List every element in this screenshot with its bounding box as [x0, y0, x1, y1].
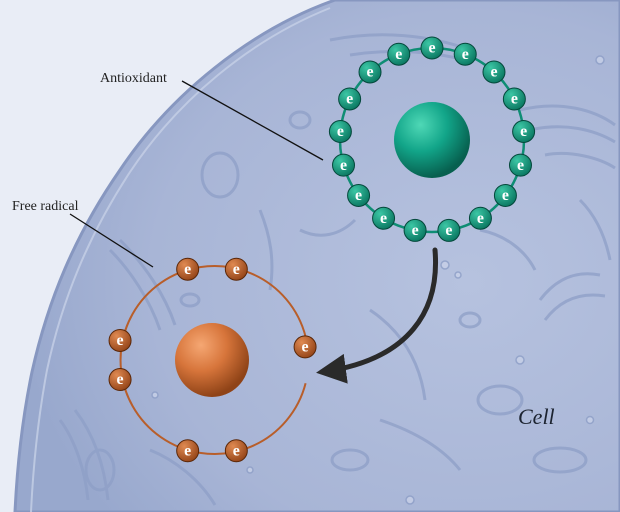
- antioxidant-electron: e: [387, 42, 411, 66]
- free-radical-electrons: e e e e e e e: [108, 257, 317, 463]
- electron-symbol: e: [184, 261, 191, 278]
- antioxidant-electron: e: [508, 153, 532, 177]
- electron-symbol: e: [477, 210, 484, 227]
- electron-symbol: e: [233, 442, 240, 459]
- free-radical-electron: e: [293, 335, 317, 359]
- organelles: [58, 33, 616, 506]
- electron-symbol: e: [117, 332, 124, 349]
- antioxidant-electron: e: [332, 153, 356, 177]
- antioxidant-electron: e: [512, 120, 536, 144]
- electron-symbol: e: [428, 40, 435, 57]
- electron-symbol: e: [340, 157, 347, 174]
- free-radical-label: Free radical: [12, 199, 79, 214]
- free-radical-leader-line: [69, 213, 154, 268]
- free-radical-electron: e: [108, 368, 132, 392]
- antioxidant-electron: e: [493, 183, 517, 207]
- electron-symbol: e: [412, 222, 419, 239]
- antioxidant-electron: e: [468, 206, 492, 230]
- antioxidant-electron: e: [420, 36, 444, 60]
- antioxidant-electron: e: [328, 120, 352, 144]
- free-radical-electron: e: [224, 439, 248, 463]
- electron-symbol: e: [117, 371, 124, 388]
- free-radical-electron: e: [176, 257, 200, 281]
- free-radical-electron: e: [108, 328, 132, 352]
- free-radical-nucleus: [175, 323, 249, 397]
- electron-symbol: e: [511, 91, 518, 108]
- cell-membrane: [13, 0, 620, 512]
- antioxidant-electron: e: [437, 218, 461, 242]
- free-radical-orbit: [119, 265, 307, 455]
- antioxidant-electron: e: [338, 87, 362, 111]
- electron-symbol: e: [366, 64, 373, 81]
- cell-label: Cell: [518, 404, 555, 429]
- electron-symbol: e: [302, 339, 309, 356]
- antioxidant-electron: e: [453, 42, 477, 66]
- antioxidant-electron: e: [403, 218, 427, 242]
- electron-symbol: e: [520, 123, 527, 140]
- electron-symbol: e: [184, 442, 191, 459]
- electron-symbol: e: [355, 187, 362, 204]
- antioxidant-electron: e: [502, 87, 526, 111]
- free-radical-electron: e: [176, 439, 200, 463]
- electron-symbol: e: [462, 46, 469, 63]
- electron-symbol: e: [517, 157, 524, 174]
- electron-symbol: e: [490, 64, 497, 81]
- free-radical-electron: e: [224, 257, 248, 281]
- electron-symbol: e: [395, 46, 402, 63]
- antioxidant-nucleus: [394, 102, 470, 178]
- antioxidant-leader-line: [181, 80, 324, 161]
- transfer-arrow: [316, 247, 439, 384]
- electron-symbol: e: [233, 261, 240, 278]
- free-radical-atom: e e e e e e e: [108, 257, 317, 463]
- antioxidant-label: Antioxidant: [100, 71, 167, 86]
- electron-symbol: e: [337, 123, 344, 140]
- antioxidant-electron: e: [372, 206, 396, 230]
- antioxidant-electron: e: [358, 60, 382, 84]
- electron-symbol: e: [502, 187, 509, 204]
- electron-symbol: e: [445, 222, 452, 239]
- electron-symbol: e: [380, 210, 387, 227]
- vesicles: [151, 55, 605, 505]
- antioxidant-electron: e: [482, 60, 506, 84]
- cell: [13, 0, 620, 512]
- electron-symbol: e: [346, 91, 353, 108]
- antioxidant-electron: e: [347, 183, 371, 207]
